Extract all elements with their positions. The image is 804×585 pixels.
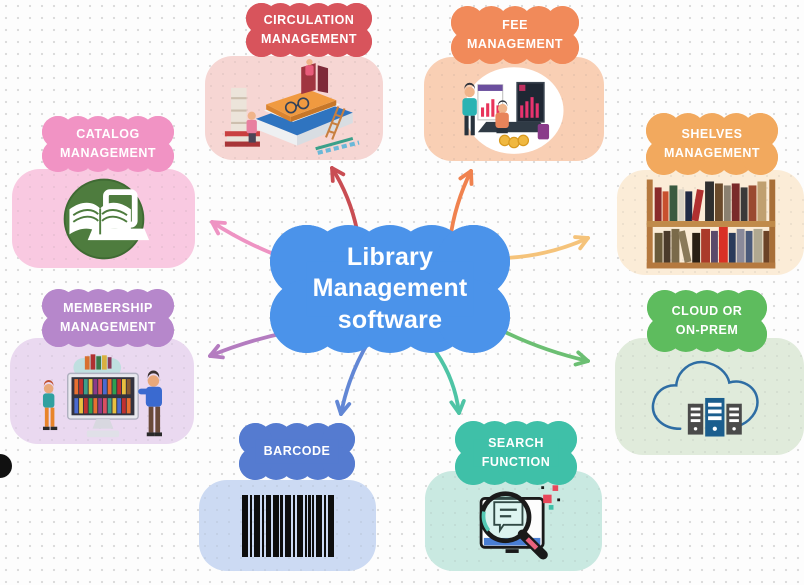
search-label: SEARCH FUNCTION (481, 435, 551, 469)
membership-card[interactable] (10, 338, 194, 444)
search-card[interactable] (425, 471, 602, 571)
search-monitor-illustration (479, 485, 560, 560)
circulation-label: CIRCULATION MANAGEMENT (261, 12, 357, 46)
center-topic-cloud[interactable]: Library Management software (270, 225, 510, 353)
fee-cloud[interactable]: FEE MANAGEMENT (451, 6, 579, 64)
bookshelf-illustration (646, 179, 775, 268)
cloud-onprem-card[interactable] (615, 338, 804, 455)
search-cloud[interactable]: SEARCH FUNCTION (455, 421, 577, 485)
page-edge-handle[interactable] (0, 454, 12, 478)
shelves-card[interactable] (617, 170, 804, 275)
digital-library-illustration (42, 354, 162, 438)
circulation-card[interactable] (205, 56, 383, 160)
catalog-book-icon (63, 178, 149, 259)
fee-label: FEE MANAGEMENT (467, 17, 563, 51)
cloud-server-icon (651, 360, 759, 437)
fee-charts-illustration (462, 67, 564, 154)
fee-card[interactable] (424, 57, 604, 161)
barcode-cloud[interactable]: BARCODE (239, 423, 355, 480)
shelves-label: SHELVES MANAGEMENT (664, 126, 760, 160)
catalog-cloud[interactable]: CATALOG MANAGEMENT (42, 116, 174, 172)
membership-cloud[interactable]: MEMBERSHIP MANAGEMENT (42, 289, 174, 347)
catalog-card[interactable] (12, 169, 195, 268)
circulation-cloud[interactable]: CIRCULATION MANAGEMENT (246, 3, 372, 57)
isometric-books-illustration (224, 59, 360, 155)
cloud-onprem-cloud[interactable]: CLOUD OR ON-PREM (647, 290, 767, 352)
cloud-onprem-label: CLOUD OR ON-PREM (671, 303, 743, 337)
catalog-label: CATALOG MANAGEMENT (60, 126, 156, 160)
center-topic-label: Library Management software (312, 242, 468, 334)
membership-label: MEMBERSHIP MANAGEMENT (60, 300, 156, 334)
shelves-cloud[interactable]: SHELVES MANAGEMENT (646, 113, 778, 175)
barcode-graphic (241, 494, 334, 557)
barcode-label: BARCODE (263, 443, 331, 458)
barcode-card[interactable] (199, 480, 376, 571)
